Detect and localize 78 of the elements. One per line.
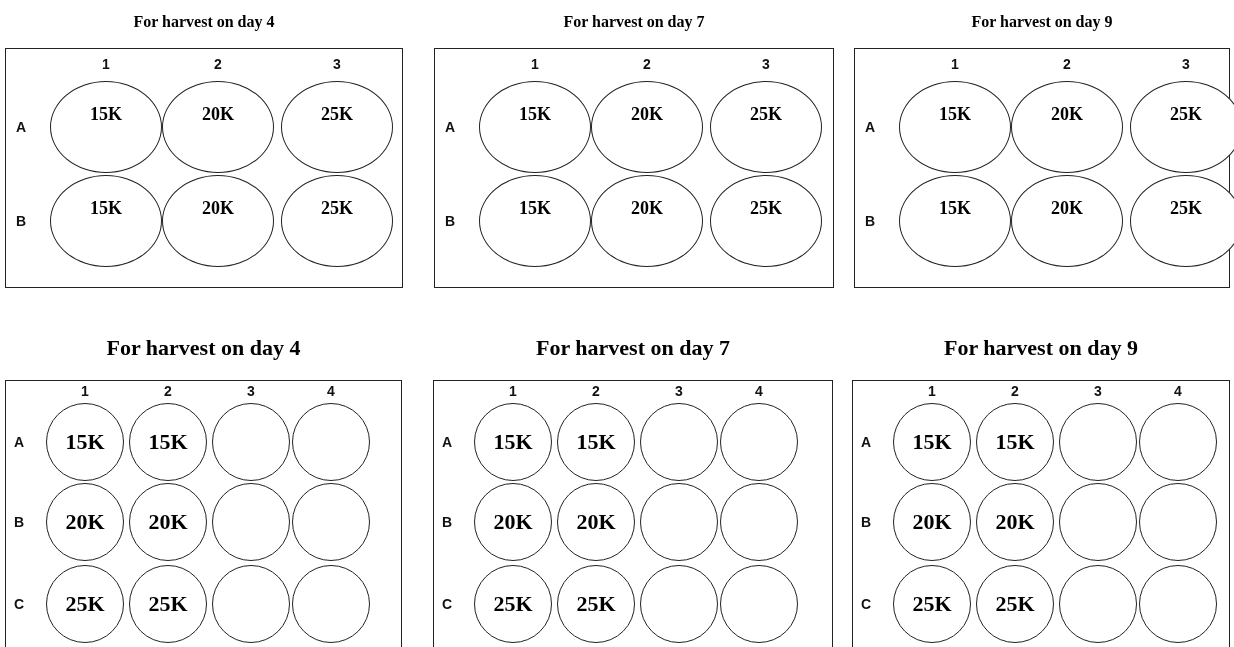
- cell-count: 20K: [1051, 104, 1083, 125]
- cell-count: 25K: [912, 591, 952, 617]
- column-number: 1: [102, 56, 110, 72]
- column-number: 2: [643, 56, 651, 72]
- column-number: 2: [214, 56, 222, 72]
- column-number: 3: [1094, 383, 1102, 399]
- plate-title: For harvest on day 7: [562, 13, 706, 31]
- column-number: 2: [164, 383, 172, 399]
- cell-count: 15K: [519, 198, 551, 219]
- cell-count: 15K: [939, 104, 971, 125]
- plate-title: For harvest on day 9: [943, 335, 1139, 361]
- cell-count: 15K: [90, 198, 122, 219]
- row-letter: B: [15, 213, 27, 229]
- cell-count: 20K: [631, 104, 663, 125]
- cell-count: 25K: [493, 591, 533, 617]
- cell-count: 20K: [493, 509, 533, 535]
- row-letter: A: [441, 434, 453, 450]
- plate-title: For harvest on day 4: [132, 13, 276, 31]
- cell-count: 25K: [148, 591, 188, 617]
- row-letter: A: [13, 434, 25, 450]
- row-letter: B: [864, 213, 876, 229]
- cell-count: 20K: [202, 104, 234, 125]
- row-letter: B: [13, 514, 25, 530]
- cell-count: 15K: [493, 429, 533, 455]
- column-number: 1: [951, 56, 959, 72]
- row-letter: B: [441, 514, 453, 530]
- cell-count: 15K: [995, 429, 1035, 455]
- cell-count: 20K: [912, 509, 952, 535]
- plate-title: For harvest on day 9: [970, 13, 1114, 31]
- row-letter: C: [441, 596, 453, 612]
- cell-count: 15K: [576, 429, 616, 455]
- plate-title: For harvest on day 4: [105, 335, 302, 361]
- row-letter: C: [13, 596, 25, 612]
- cell-count: 20K: [576, 509, 616, 535]
- column-number: 3: [247, 383, 255, 399]
- row-letter: B: [444, 213, 456, 229]
- row-letter: C: [860, 596, 872, 612]
- cell-count: 15K: [148, 429, 188, 455]
- cell-count: 15K: [912, 429, 952, 455]
- row-letter: A: [15, 119, 27, 135]
- column-number: 1: [928, 383, 936, 399]
- column-number: 3: [762, 56, 770, 72]
- row-letter: A: [860, 434, 872, 450]
- column-number: 3: [675, 383, 683, 399]
- cell-count: 15K: [519, 104, 551, 125]
- row-letter: B: [860, 514, 872, 530]
- column-number: 1: [531, 56, 539, 72]
- plate-title: For harvest on day 7: [535, 335, 731, 361]
- cell-count: 25K: [1170, 104, 1202, 125]
- column-number: 4: [1174, 383, 1182, 399]
- cell-count: 15K: [90, 104, 122, 125]
- cell-count: 25K: [65, 591, 105, 617]
- cell-count: 15K: [65, 429, 105, 455]
- column-number: 3: [1182, 56, 1190, 72]
- cell-count: 25K: [750, 104, 782, 125]
- cell-count: 25K: [1170, 198, 1202, 219]
- column-number: 4: [755, 383, 763, 399]
- cell-count: 20K: [631, 198, 663, 219]
- cell-count: 15K: [939, 198, 971, 219]
- cell-count: 20K: [148, 509, 188, 535]
- cell-count: 25K: [995, 591, 1035, 617]
- cell-count: 25K: [750, 198, 782, 219]
- cell-count: 20K: [202, 198, 234, 219]
- cell-count: 20K: [995, 509, 1035, 535]
- column-number: 1: [509, 383, 517, 399]
- column-number: 2: [592, 383, 600, 399]
- column-number: 2: [1011, 383, 1019, 399]
- cell-count: 20K: [65, 509, 105, 535]
- row-letter: A: [444, 119, 456, 135]
- column-number: 4: [327, 383, 335, 399]
- cell-count: 20K: [1051, 198, 1083, 219]
- column-number: 2: [1063, 56, 1071, 72]
- cell-count: 25K: [321, 198, 353, 219]
- column-number: 3: [333, 56, 341, 72]
- cell-count: 25K: [321, 104, 353, 125]
- row-letter: A: [864, 119, 876, 135]
- cell-count: 25K: [576, 591, 616, 617]
- column-number: 1: [81, 383, 89, 399]
